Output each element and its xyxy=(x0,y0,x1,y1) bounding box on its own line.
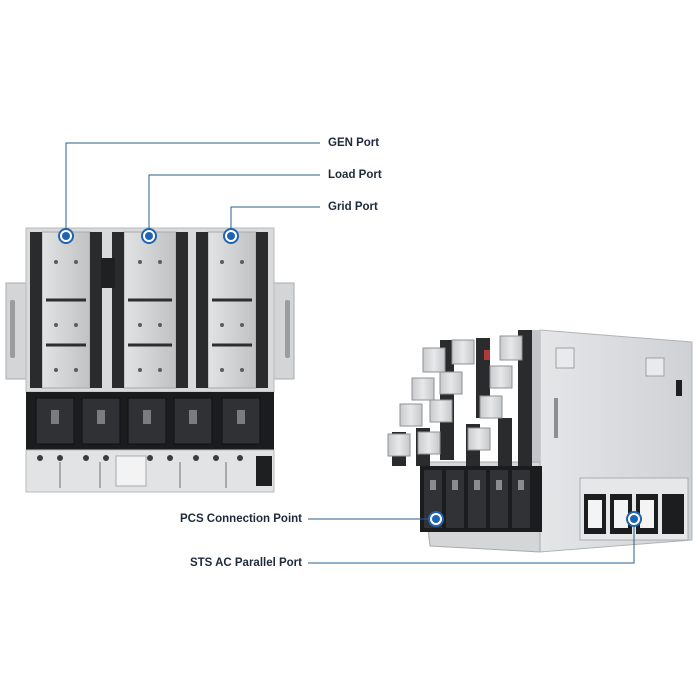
left-mount-bracket xyxy=(5,282,27,380)
front-view-unit xyxy=(5,227,295,493)
vent-left xyxy=(555,347,575,369)
vent-right xyxy=(645,357,665,377)
load-port-leader xyxy=(148,174,320,236)
sts-ac-parallel-port-label: STS AC Parallel Port xyxy=(189,557,302,569)
busbar-separators xyxy=(46,298,252,347)
port-marker-icon xyxy=(428,511,444,527)
right-mount-bracket xyxy=(273,282,295,380)
port-marker-icon xyxy=(626,511,642,527)
port-marker-icon xyxy=(58,228,74,244)
red-indicator xyxy=(484,350,490,360)
side-handle xyxy=(554,398,558,438)
breaker-toggles xyxy=(51,410,245,424)
right-bracket-handle xyxy=(285,300,290,358)
side-switch xyxy=(676,380,682,396)
port-marker-icon xyxy=(141,228,157,244)
callout-lines xyxy=(65,142,635,564)
pcs-connection-point-label: PCS Connection Point xyxy=(179,513,302,525)
perspective-breaker-toggles xyxy=(430,480,524,490)
grid-port-label: Grid Port xyxy=(328,201,378,213)
callout-markers xyxy=(58,228,642,527)
left-bracket-handle xyxy=(10,300,15,358)
ac-socket xyxy=(115,455,147,487)
terminal-screws xyxy=(37,455,243,461)
port-marker-icon xyxy=(223,228,239,244)
busbar-bolts xyxy=(54,260,244,372)
busbar-blocks xyxy=(387,330,532,466)
perspective-view-unit xyxy=(387,329,693,553)
busbar-column-grid xyxy=(196,231,268,389)
socket-faces xyxy=(588,500,654,528)
terminal-wires xyxy=(59,462,227,488)
sts-parallel-leader xyxy=(308,519,635,564)
gen-port-leader xyxy=(65,142,320,236)
busbar-column-load xyxy=(101,231,188,389)
load-port-label: Load Port xyxy=(328,169,382,181)
busbar-column-gen xyxy=(30,231,102,389)
terminal-cover xyxy=(256,456,272,486)
perspective-breakers xyxy=(424,470,530,528)
grid-port-leader xyxy=(230,206,320,236)
indicator-panel xyxy=(101,258,115,288)
gen-port-label: GEN Port xyxy=(328,137,380,149)
